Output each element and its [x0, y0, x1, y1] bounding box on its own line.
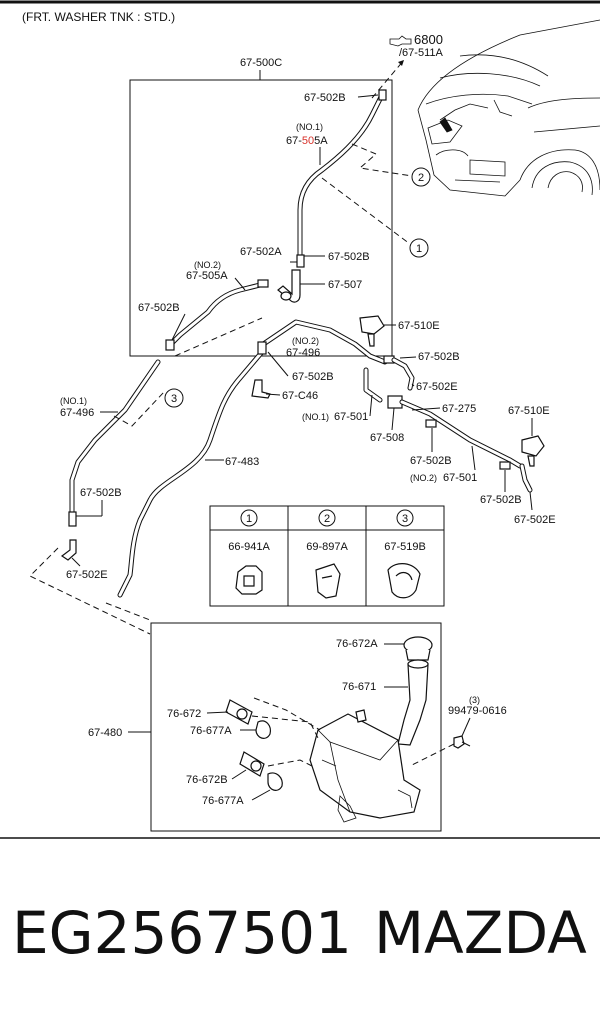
grommet-76-677a-2 [267, 772, 283, 791]
svg-text:3: 3 [171, 393, 177, 405]
label-no2-tag-505a: (NO.2) [194, 260, 221, 270]
callout-circle-2 [411, 167, 431, 187]
clip-col-1-part: 66-941A [228, 541, 270, 553]
car-front-illustration [417, 19, 600, 197]
label-76-672b: 76-672B [186, 774, 228, 786]
label-no2-tag-501: (NO.2) [410, 473, 437, 483]
label-76-671: 76-671 [342, 681, 376, 693]
label-67-502e-r2: 67-502E [514, 514, 556, 526]
clip-table: 1 66-941A 2 69-897A 3 67-519B [209, 505, 445, 607]
label-67-510e-a: 67-510E [398, 320, 440, 332]
label-67-480: 67-480 [88, 727, 122, 739]
filler-neck [397, 663, 429, 746]
clip-col-1-num [240, 509, 258, 527]
label-67-505a-no2: 67-505A [186, 270, 228, 282]
label-67-502a: 67-502A [240, 246, 282, 258]
clip-col-2-part: 69-897A [306, 541, 348, 553]
label-67-505a-no1: 67-505A [286, 135, 328, 147]
diagram-header: (FRT. WASHER TNK : STD.) [22, 10, 175, 24]
label-76-677a-1: 76-677A [190, 725, 232, 737]
reference-subpart: /67-511A [399, 47, 443, 59]
label-67-510e-b: 67-510E [508, 405, 550, 417]
label-67-275: 67-275 [442, 403, 476, 415]
reference-callout: 6800 /67-511A [389, 32, 443, 59]
label-99479-qty: (3) [469, 695, 480, 705]
label-67-500c: 67-500C [240, 57, 282, 69]
callout-circle-1 [409, 238, 429, 258]
label-67-502b-mid: 67-502B [328, 251, 370, 263]
label-67-502b-left: 67-502B [138, 302, 180, 314]
label-67-507: 67-507 [328, 279, 362, 291]
callout-circle-3 [164, 388, 184, 408]
label-76-672: 76-672 [167, 708, 201, 720]
label-67-502e-low: 67-502E [66, 569, 108, 581]
svg-text:1: 1 [416, 243, 422, 255]
clip-col-3-num [396, 509, 414, 527]
clip-col-2-num [318, 509, 336, 527]
tank-assembly-box [150, 622, 442, 832]
clip-col-3-part: 67-519B [384, 541, 426, 553]
label-no1-tag-501: (NO.1) [302, 412, 329, 422]
label-67-502b-r3: 67-502B [480, 494, 522, 506]
label-76-672a: 76-672A [336, 638, 378, 650]
label-67-502b-r1: 67-502B [418, 351, 460, 363]
label-67-502e-r: 67-502E [416, 381, 458, 393]
washer-nozzle-top [359, 315, 385, 347]
label-67-c46: 67-C46 [282, 390, 318, 402]
bolt-99479-0616 [453, 735, 465, 749]
label-76-677a-2: 76-677A [202, 795, 244, 807]
clip-66-941a-drawing [235, 565, 263, 595]
grommet-76-677a-1 [255, 720, 271, 739]
svg-text:2: 2 [324, 513, 330, 525]
label-67-502b-top: 67-502B [304, 92, 346, 104]
footer-brand: MAZDA [374, 899, 587, 967]
label-67-502b-low: 67-502B [80, 487, 122, 499]
upper-hose-assembly-box [129, 79, 393, 357]
label-67-501-no1: 67-501 [334, 411, 368, 423]
label-no1-tag-496: (NO.1) [60, 396, 87, 406]
label-no1-tag-505a: (NO.1) [296, 122, 323, 132]
label-67-508: 67-508 [370, 432, 404, 444]
svg-text:3: 3 [402, 513, 408, 525]
washer-tank-body [309, 713, 421, 819]
pointing-hand-icon [389, 35, 412, 47]
clip-69-897a-drawing [315, 563, 341, 599]
label-67-502b-r2: 67-502B [410, 455, 452, 467]
footer-part-number: EG2567501 [12, 899, 352, 967]
label-67-501-no2: 67-501 [443, 472, 477, 484]
svg-text:1: 1 [246, 513, 252, 525]
clip-67-519b-drawing [387, 563, 421, 599]
label-no2-tag-496: (NO.2) [292, 336, 319, 346]
washer-nozzle-right [521, 435, 545, 467]
label-67-496-no1: 67-496 [60, 407, 94, 419]
svg-text:2: 2 [418, 172, 424, 184]
label-67-483: 67-483 [225, 456, 259, 468]
reference-number: 6800 [414, 32, 443, 47]
label-99479-0616: 99479-0616 [448, 705, 507, 717]
label-67-496-no2: 67-496 [286, 347, 320, 359]
label-67-502b-c: 67-502B [292, 371, 334, 383]
